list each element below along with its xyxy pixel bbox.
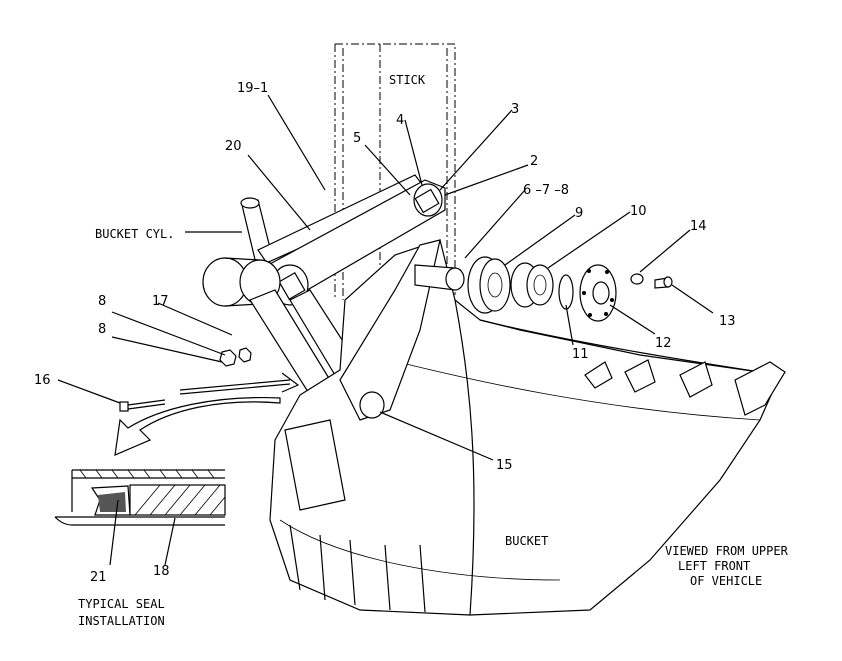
view-note-line-3: OF VEHICLE — [690, 574, 762, 588]
callout-10: 10 — [630, 204, 647, 219]
spacer-10 — [510, 262, 554, 308]
callout-8-lower: 8 — [98, 322, 106, 337]
callout-16: 16 — [34, 373, 51, 388]
callout-8-upper: 8 — [98, 294, 106, 309]
bucket-cyl-label: BUCKET CYL. — [95, 227, 174, 241]
callout-6-7-8: 6 –7 –8 — [523, 183, 569, 198]
callout-18: 18 — [153, 564, 170, 579]
bolt-16 — [119, 399, 166, 412]
callout-11: 11 — [572, 347, 589, 362]
seal-detail — [54, 469, 226, 526]
shim-11 — [558, 274, 574, 310]
bolt-13 — [654, 276, 673, 289]
pin — [414, 264, 465, 291]
callout-17: 17 — [152, 294, 169, 309]
seal-caption-line-2: INSTALLATION — [78, 614, 165, 628]
view-note-line-2: LEFT FRONT — [678, 559, 750, 573]
pin-17 — [179, 372, 300, 395]
leader-lines — [57, 94, 714, 566]
bucket-label: BUCKET — [505, 534, 548, 548]
callout-20: 20 — [225, 139, 242, 154]
detail-arrow — [114, 396, 281, 456]
callout-19-1: 19–1 — [237, 81, 268, 96]
washer-14 — [630, 273, 644, 285]
callout-15: 15 — [496, 458, 513, 473]
callout-4: 4 — [396, 113, 404, 128]
spacer-9 — [467, 256, 511, 314]
view-note-line-1: VIEWED FROM UPPER — [665, 544, 789, 558]
cylinder-eye — [202, 257, 281, 307]
stick-label: STICK — [389, 73, 426, 87]
callout-3: 3 — [511, 102, 519, 117]
callout-2: 2 — [530, 154, 538, 169]
callout-12: 12 — [655, 336, 672, 351]
seal-caption-line-1: TYPICAL SEAL — [78, 597, 165, 611]
callout-5: 5 — [353, 131, 361, 146]
callout-21: 21 — [90, 570, 107, 585]
callout-13: 13 — [719, 314, 736, 329]
callout-14: 14 — [690, 219, 707, 234]
retainer-plate-12 — [579, 264, 617, 322]
callout-9: 9 — [575, 206, 583, 221]
nut-8 — [219, 347, 252, 367]
link-plate — [267, 179, 446, 306]
